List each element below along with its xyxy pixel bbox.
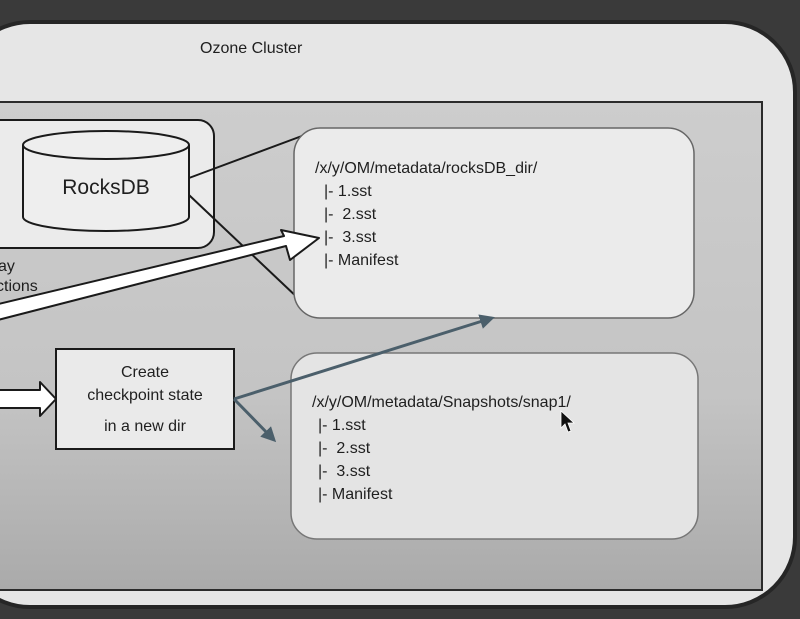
snapshot-dir-entry-1: |- 1.sst: [318, 417, 366, 434]
connector-top: [188, 129, 319, 179]
active-dir-path: /x/y/OM/metadata/rocksDB_dir/: [315, 160, 538, 177]
active-dir-box: [293, 127, 695, 319]
checkpoint-line3: in a new dir: [104, 418, 186, 435]
snapshot-dir-entry-2: |- 2.sst: [318, 440, 371, 457]
active-dir-entry-1: |- 1.sst: [324, 183, 372, 200]
checkpoint-input-arrow: [0, 381, 57, 417]
rocksdb-label: RocksDB: [62, 176, 150, 199]
partial-label-line2: ctions: [0, 278, 38, 295]
rocksdb-cylinder-icon: [22, 130, 190, 232]
checkpoint-box: [55, 348, 235, 450]
partial-label-line1: ay: [0, 258, 15, 275]
active-dir-entry-2: |- 2.sst: [324, 206, 377, 223]
active-dir-entry-3: |- 3.sst: [324, 229, 377, 246]
arrow-to-active-dir: [233, 314, 495, 401]
snapshot-dir-entry-4: |- Manifest: [318, 486, 393, 503]
mouse-cursor-icon: [560, 410, 576, 433]
arrow-to-snapshot-dir: [232, 397, 277, 443]
replay-arrow: [0, 229, 320, 321]
checkpoint-line2: checkpoint state: [87, 387, 203, 404]
cluster-title: Ozone Cluster: [200, 40, 303, 57]
active-dir-entry-4: |- Manifest: [324, 252, 399, 269]
checkpoint-line1: Create: [121, 364, 169, 381]
snapshot-dir-entry-3: |- 3.sst: [318, 463, 371, 480]
snapshot-dir-path: /x/y/OM/metadata/Snapshots/snap1/: [312, 394, 571, 411]
snapshot-dir-box: [290, 352, 699, 540]
